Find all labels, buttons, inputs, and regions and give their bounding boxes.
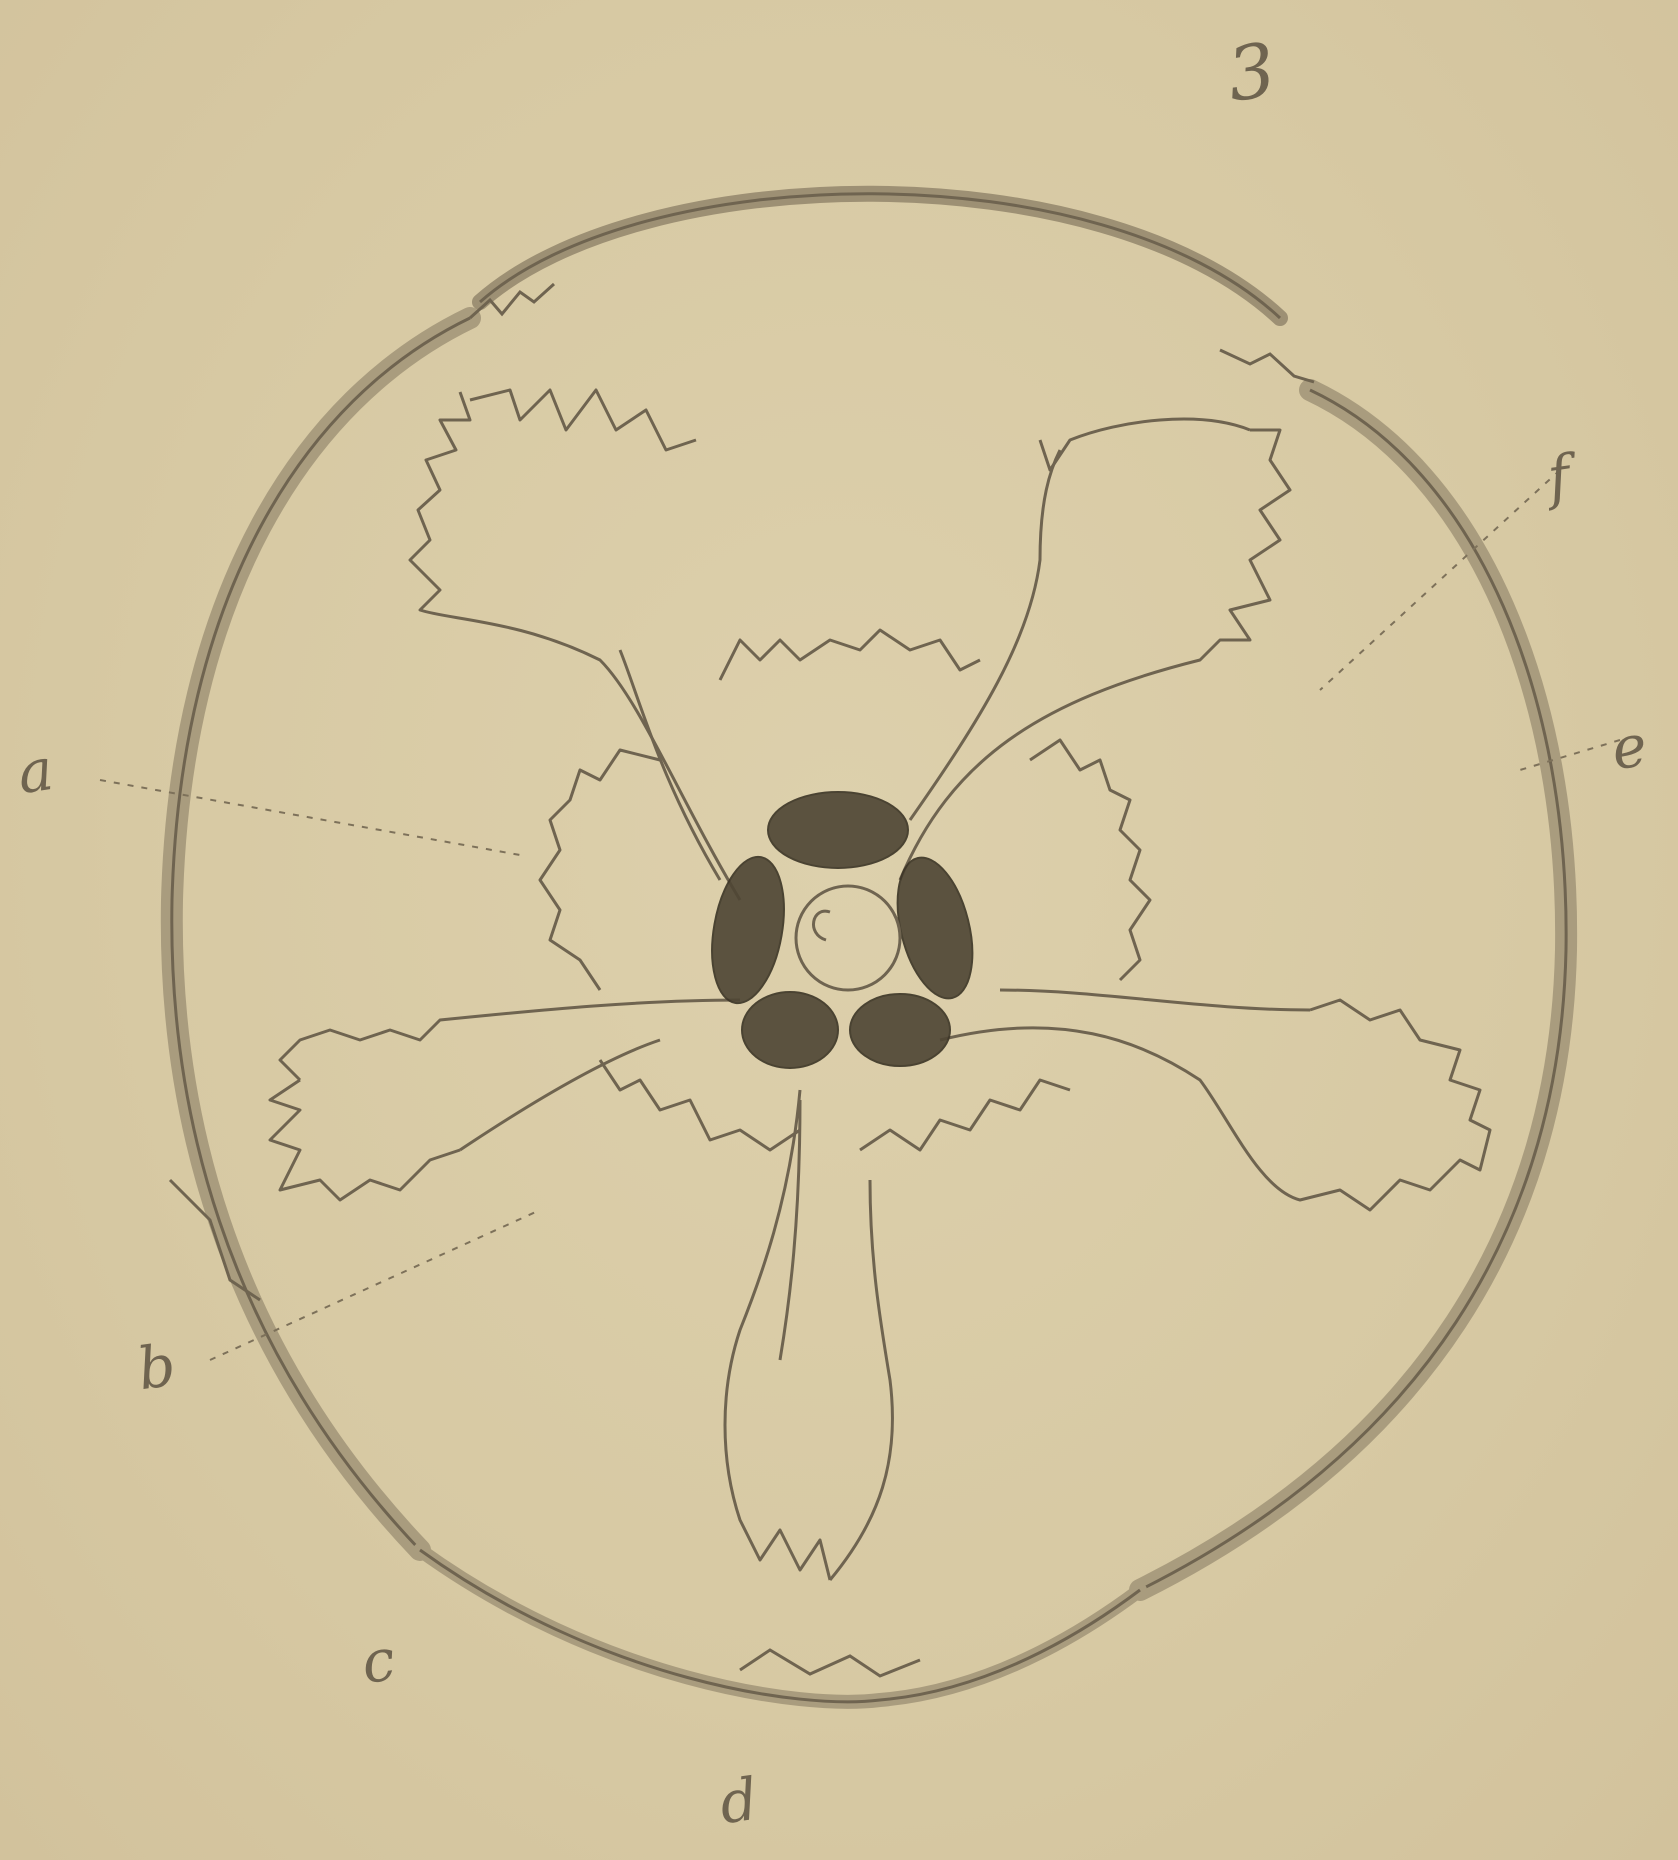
label-b: b [134, 1336, 179, 1399]
gonads [702, 792, 986, 1068]
label-d: d [716, 1770, 761, 1833]
umbrella-rim [170, 194, 1566, 1702]
figure-number: 3 [1223, 33, 1280, 113]
leader-lines [100, 470, 1620, 1360]
mouth-ring [796, 886, 900, 990]
oral-arms [270, 390, 1490, 1580]
